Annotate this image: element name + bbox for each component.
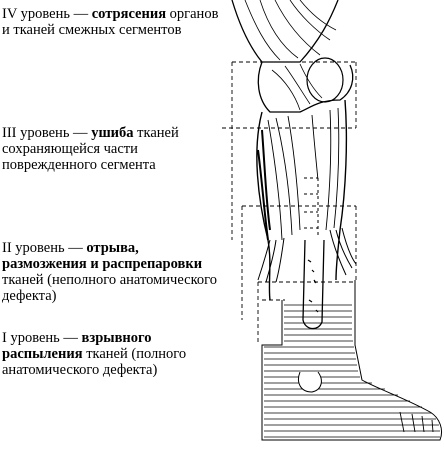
level-i-term: взрывного распыления: [2, 330, 152, 362]
torn-tissue-strands: [257, 227, 357, 283]
thigh-muscle-lines: [244, 0, 337, 61]
bone-stump: [302, 239, 325, 330]
dashed-marks: [304, 177, 319, 238]
level-iv-prefix: IV уровень —: [2, 6, 92, 22]
thigh-outline: [231, 0, 339, 63]
calf-posterior-outline: [256, 111, 271, 301]
knee-joint: [257, 61, 354, 113]
toes: [399, 411, 434, 433]
level-i-prefix: I уровень —: [2, 330, 82, 346]
missing-limb-hatching: [264, 304, 440, 438]
bone-stump-texture: [307, 259, 319, 313]
level-i-description: тканей (полного анатомического дефекта): [2, 346, 187, 378]
level-iii-term: ушиба: [91, 125, 134, 141]
level-iii-label: III уровень — ушиба тканей сохраняющейся…: [2, 125, 224, 173]
calf-muscle-fibers: [267, 107, 340, 241]
level-ii-prefix: II уровень —: [2, 240, 87, 256]
ankle-bone: [298, 371, 322, 393]
level-ii-term: отрыва, размозжения и распрепаровки: [2, 240, 203, 272]
shin-anterior-outline: [335, 99, 348, 281]
level-iv-label: IV уровень — сотрясения органов и тканей…: [2, 6, 224, 38]
level-iv-term: сотрясения: [91, 6, 167, 22]
calf-shading: [257, 129, 271, 241]
level-ii-description: тканей (неполного анатомического дефекта…: [2, 272, 217, 304]
level-iii-description: тканей сохраняющейся части поврежденного…: [2, 125, 179, 173]
level-iv-description: органов и тканей смежных сегментов: [2, 6, 219, 38]
level-ii-label: II уровень — отрыва, размозжения и распр…: [2, 240, 224, 304]
level-iii-prefix: III уровень —: [2, 125, 92, 141]
knee-ligaments: [271, 63, 323, 111]
level-ii-bracket: [257, 281, 356, 345]
missing-limb-outline: [261, 280, 443, 441]
patella: [306, 57, 344, 103]
level-i-label: I уровень — взрывного распыления тканей …: [2, 330, 224, 378]
level-iv-bracket: [231, 61, 357, 240]
level-iii-bracket: [222, 127, 357, 320]
